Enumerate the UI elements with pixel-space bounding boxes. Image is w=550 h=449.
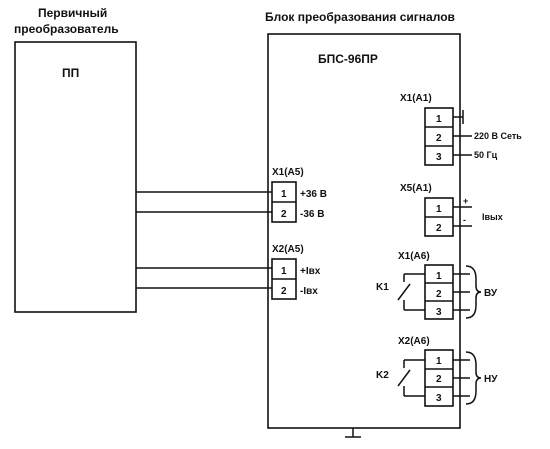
connector-x5-a1-name: X5(A1) (400, 183, 432, 194)
pin-label: 2 (281, 209, 287, 220)
brace-icon (465, 351, 482, 405)
signal-label: 220 В Сеть (474, 131, 522, 141)
pin-label: 2 (436, 223, 442, 234)
pin-label: 1 (281, 266, 287, 277)
brace-icon (465, 265, 482, 319)
connector-x2-a5-name: X2(A5) (272, 244, 304, 255)
primary-title-line1: Первичный (38, 6, 107, 20)
relay-label: K2 (376, 370, 389, 381)
signal-label: +36 В (300, 189, 327, 200)
signal-label: 50 Гц (474, 150, 498, 160)
signal-label: + (463, 196, 468, 206)
signal-label: -36 В (300, 209, 324, 220)
pin-label: 3 (436, 393, 442, 404)
connector-x2-a6-name: X2(A6) (398, 336, 430, 347)
pin-label: 1 (436, 356, 442, 367)
pin-label: 1 (281, 189, 287, 200)
group-label: Iвых (482, 212, 503, 222)
signal-label: -Iвх (300, 286, 318, 297)
pin-label: 3 (436, 152, 442, 163)
signal-label: - (463, 215, 466, 225)
connector-x1-a1-name: X1(A1) (400, 93, 432, 104)
relay-label: K1 (376, 282, 389, 293)
block-title: Блок преобразования сигналов (265, 10, 455, 24)
primary-converter-box (14, 41, 137, 313)
pin-label: 2 (436, 133, 442, 144)
pin-label: 2 (436, 374, 442, 385)
pin-label: 3 (436, 307, 442, 318)
pin-label: 2 (436, 289, 442, 300)
pin-label: 2 (281, 286, 287, 297)
signal-label: +Iвх (300, 266, 321, 277)
group-label: ВУ (484, 288, 498, 299)
group-label: НУ (484, 374, 498, 385)
block-model: БПС-96ПР (318, 52, 378, 66)
pin-label: 1 (436, 271, 442, 282)
connector-x1-a6-name: X1(A6) (398, 251, 430, 262)
pin-label: 1 (436, 114, 442, 125)
primary-title-line2: преобразователь (14, 22, 119, 36)
connector-x1-a5-name: X1(A5) (272, 167, 304, 178)
pin-label: 1 (436, 204, 442, 215)
primary-box-label: ПП (62, 66, 79, 80)
